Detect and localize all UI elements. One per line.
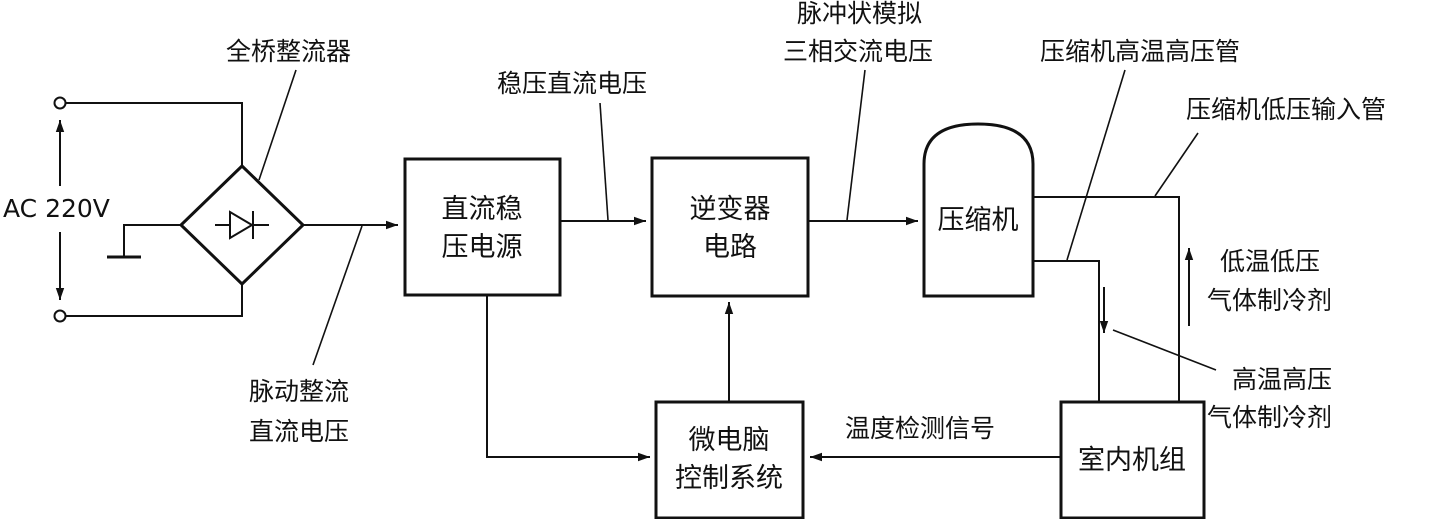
ac-terminal-top	[53, 96, 67, 110]
inverter-label-2: 电路	[703, 232, 757, 263]
compressor-label: 压缩机	[938, 205, 1019, 236]
hp-pipe-label: 压缩机高温高压管	[1040, 37, 1240, 66]
dc-supply-block: 直流稳 压电源	[403, 157, 562, 297]
rectifier-leader	[258, 69, 297, 181]
low-pressure-pipe	[1033, 196, 1180, 402]
lp-pipe-label: 压缩机低压输入管	[1186, 95, 1386, 124]
pwm-label-1: 脉冲状模拟	[797, 0, 922, 28]
hp-pipe-leader	[1066, 69, 1126, 261]
rectifier-label: 全桥整流器	[226, 37, 351, 66]
pulsating-dc-leader	[312, 225, 363, 366]
micro-control-label-2: 控制系统	[675, 463, 783, 494]
wire-supply-to-micro	[486, 295, 650, 462]
dc-supply-label-1: 直流稳	[442, 194, 523, 225]
pulsating-dc-label-2: 直流电压	[249, 417, 349, 446]
lp-pipe-leader	[1154, 132, 1199, 197]
regulated-dc-leader	[599, 102, 609, 221]
dc-supply-box	[403, 157, 562, 297]
micro-control-box	[654, 400, 805, 519]
ac-input: AC 220V	[3, 96, 243, 323]
indoor-unit-label: 室内机组	[1078, 445, 1186, 476]
compressor-body	[922, 122, 1035, 298]
low-gas-label-2: 气体制冷剂	[1207, 286, 1332, 315]
inverter-block: 逆变器 电路	[650, 156, 810, 298]
ac-line-top	[66, 102, 243, 166]
micro-control-block: 微电脑 控制系统	[654, 400, 805, 519]
micro-control-label-1: 微电脑	[689, 425, 770, 456]
ground-wire	[123, 224, 181, 256]
high-pressure-pipe	[1033, 260, 1100, 402]
low-gas-label-1: 低温低压	[1220, 247, 1320, 276]
high-gas-leader	[1112, 329, 1217, 371]
high-gas-label-1: 高温高压	[1232, 365, 1332, 394]
pwm-leader	[846, 69, 866, 221]
ac-input-label: AC 220V	[3, 194, 110, 223]
ac-line-bottom	[66, 284, 243, 317]
pwm-label-2: 三相交流电压	[783, 37, 933, 66]
ac-terminal-bottom	[53, 309, 67, 323]
indoor-unit-block: 室内机组	[1059, 400, 1206, 519]
inverter-label-1: 逆变器	[690, 194, 771, 225]
regulated-dc-label: 稳压直流电压	[497, 69, 647, 98]
diode-icon	[215, 210, 269, 240]
pulsating-dc-label-1: 脉动整流	[249, 377, 349, 406]
inverter-box	[650, 156, 810, 298]
high-gas-label-2: 气体制冷剂	[1207, 403, 1332, 432]
dc-supply-label-2: 压电源	[442, 232, 523, 263]
temp-signal-label: 温度检测信号	[845, 414, 995, 443]
compressor-block: 压缩机	[922, 122, 1035, 298]
bridge-rectifier: 全桥整流器	[107, 37, 351, 287]
indoor-unit-box	[1059, 400, 1206, 519]
